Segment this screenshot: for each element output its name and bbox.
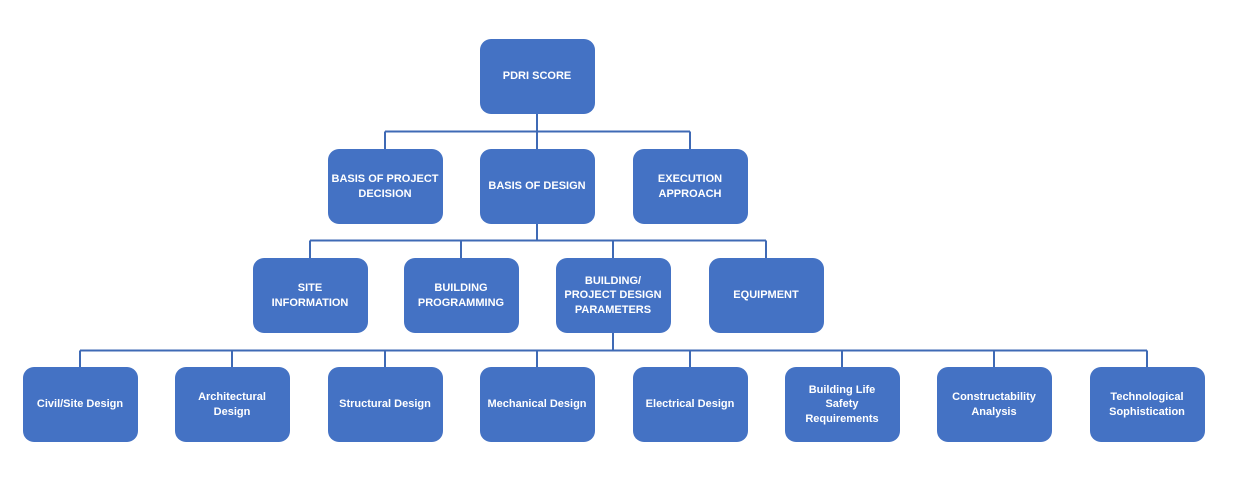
node-basis-of-design: BASIS OF DESIGN [479, 149, 595, 224]
node-label: BASIS OF PROJECT DECISION [331, 173, 439, 200]
node-label: PDRI SCORE [502, 70, 572, 83]
node-label: BUILDING/ PROJECT DESIGN PARAMETERS [564, 275, 662, 316]
node-electrical-design: Electrical Design [632, 367, 748, 442]
node-label: Architectural Design [198, 391, 266, 418]
node-pdri-score: PDRI SCORE [479, 39, 595, 114]
connector-l1-l2 [384, 114, 691, 149]
node-label: BUILDING PROGRAMMING [417, 282, 505, 309]
node-label: EXECUTION APPROACH [657, 173, 723, 200]
node-building-programming: BUILDING PROGRAMMING [403, 258, 519, 333]
connector-l2-l3 [309, 223, 767, 258]
node-constructability-analysis: Constructability Analysis [936, 367, 1052, 442]
node-technological-sophistication: Technological Sophistication [1089, 367, 1205, 442]
node-label: Building Life Safety Requirements [805, 384, 879, 425]
node-label: SITE INFORMATION [271, 282, 349, 309]
node-basis-of-project-decision: BASIS OF PROJECT DECISION [327, 149, 443, 224]
node-label: Electrical Design [645, 398, 735, 411]
node-architectural-design: Architectural Design [174, 367, 290, 442]
node-site-information: SITE INFORMATION [252, 258, 368, 333]
node-label: Structural Design [339, 398, 431, 411]
connector-l3-l4 [79, 333, 1148, 367]
node-mechanical-design: Mechanical Design [479, 367, 595, 442]
node-civil-site-design: Civil/Site Design [22, 367, 138, 442]
node-label: Civil/Site Design [36, 398, 124, 411]
node-building-project-design-parameters: BUILDING/ PROJECT DESIGN PARAMETERS [555, 258, 671, 333]
node-label: BASIS OF DESIGN [488, 180, 586, 193]
node-equipment: EQUIPMENT [708, 258, 824, 333]
node-label: Technological Sophistication [1109, 391, 1185, 418]
node-building-life-safety-requirements: Building Life Safety Requirements [784, 367, 900, 442]
node-label: Constructability Analysis [952, 391, 1036, 418]
node-label: Mechanical Design [487, 398, 587, 411]
node-structural-design: Structural Design [327, 367, 443, 442]
node-execution-approach: EXECUTION APPROACH [632, 149, 748, 224]
node-label: EQUIPMENT [733, 289, 799, 302]
